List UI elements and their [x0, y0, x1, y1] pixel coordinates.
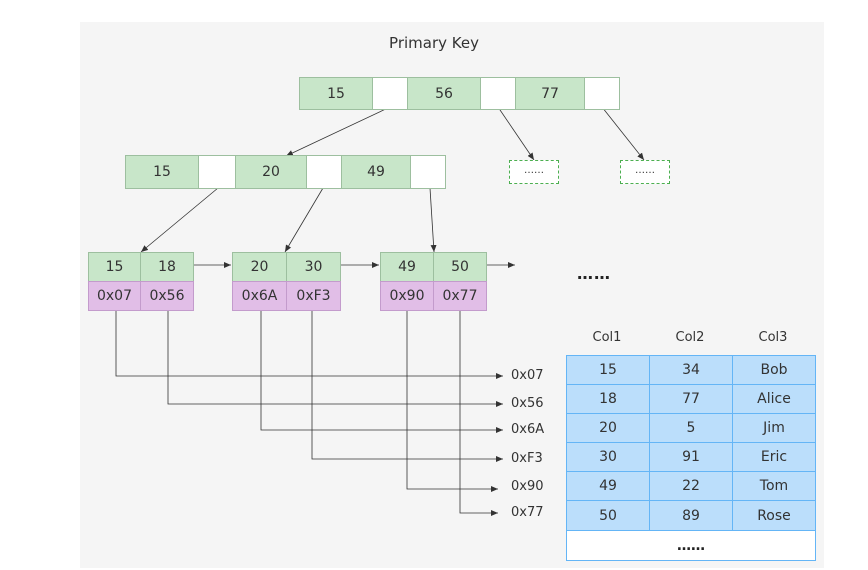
edge-internal-leaf2 — [284, 187, 324, 253]
table-cell: Bob — [732, 355, 816, 385]
leaf1-key-2: 18 — [140, 252, 194, 282]
edge-internal-leaf3 — [429, 187, 437, 253]
table-cell: Eric — [732, 442, 816, 472]
row-address-label-2: 0x56 — [511, 396, 544, 411]
table-cell: 18 — [566, 384, 650, 414]
root-key-3: 77 — [515, 77, 585, 110]
diagram-title: Primary Key — [389, 34, 479, 52]
table-cell: 49 — [566, 471, 650, 501]
leaf3-address-1: 0x90 — [380, 281, 434, 311]
leaf1-key-1: 15 — [88, 252, 141, 282]
table-cell: Rose — [732, 500, 816, 531]
internal-pointer-1 — [198, 155, 236, 189]
edge-internal-leaf1 — [140, 187, 219, 253]
row-pointer-0x56 — [167, 310, 503, 407]
root-key-1: 15 — [299, 77, 373, 110]
leaf1-address-2: 0x56 — [140, 281, 194, 311]
root-pointer-2 — [480, 77, 516, 110]
table-cell: 89 — [649, 500, 733, 531]
row-pointer-0x77 — [459, 310, 498, 516]
more-leaves-ellipsis: …… — [577, 264, 611, 283]
edge-root-stub1 — [497, 106, 535, 161]
table-cell: 20 — [566, 413, 650, 443]
row-address-label-1: 0x07 — [511, 368, 544, 383]
table-cell: 91 — [649, 442, 733, 472]
table-cell: 22 — [649, 471, 733, 501]
table-header-col1: Col1 — [592, 330, 622, 345]
leaf1-address-1: 0x07 — [88, 281, 141, 311]
row-pointer-0x6A — [260, 310, 503, 433]
subtree-stub-2: …… — [620, 160, 670, 184]
subtree-stub-1: …… — [509, 160, 559, 184]
row-address-label-6: 0x77 — [511, 505, 544, 520]
leaf3-key-2: 50 — [433, 252, 487, 282]
leaf3-key-1: 49 — [380, 252, 434, 282]
table-cell: 5 — [649, 413, 733, 443]
row-address-label-5: 0x90 — [511, 479, 544, 494]
edge-root-stub2 — [601, 106, 645, 161]
internal-pointer-3 — [410, 155, 446, 189]
edge-root-internal — [285, 106, 391, 157]
internal-key-1: 15 — [125, 155, 199, 189]
internal-key-3: 49 — [341, 155, 411, 189]
table-cell: 50 — [566, 500, 650, 531]
row-pointer-0x07 — [115, 310, 503, 379]
table-cell: 77 — [649, 384, 733, 414]
root-key-2: 56 — [407, 77, 481, 110]
table-cell: Jim — [732, 413, 816, 443]
leaf2-address-2: 0xF3 — [286, 281, 341, 311]
table-header-col2: Col2 — [675, 330, 705, 345]
leaf2-key-1: 20 — [232, 252, 287, 282]
table-header-col3: Col3 — [758, 330, 788, 345]
leaf3-address-2: 0x77 — [433, 281, 487, 311]
internal-pointer-2 — [306, 155, 342, 189]
row-pointer-0xF3 — [311, 310, 503, 462]
row-address-label-4: 0xF3 — [511, 451, 543, 466]
leaf2-address-1: 0x6A — [232, 281, 287, 311]
table-more-rows: …… — [566, 530, 816, 561]
row-address-label-3: 0x6A — [511, 422, 545, 437]
leaf2-key-2: 30 — [286, 252, 341, 282]
table-cell: Alice — [732, 384, 816, 414]
internal-key-2: 20 — [235, 155, 307, 189]
row-pointer-0x90 — [406, 310, 498, 492]
table-cell: 30 — [566, 442, 650, 472]
root-pointer-3 — [584, 77, 620, 110]
table-cell: 34 — [649, 355, 733, 385]
table-cell: Tom — [732, 471, 816, 501]
root-pointer-1 — [372, 77, 408, 110]
table-cell: 15 — [566, 355, 650, 385]
